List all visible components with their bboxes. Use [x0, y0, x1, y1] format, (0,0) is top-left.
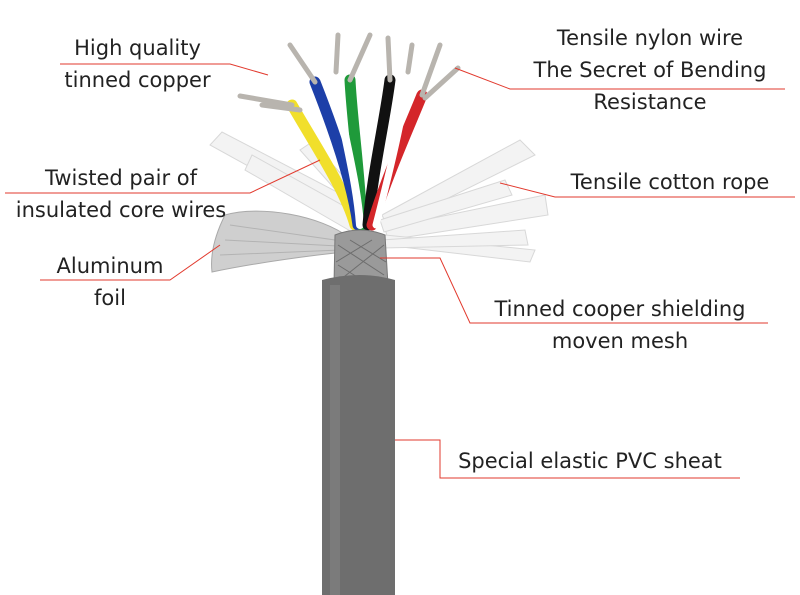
label-twisted-pair-line1: Twisted pair of: [44, 166, 198, 190]
leader-mesh: [380, 257, 768, 324]
label-pvc-sheath-line1: Special elastic PVC sheat: [458, 449, 722, 473]
leader-cotton: [499, 182, 795, 198]
leader-sheath: [395, 439, 740, 479]
sheath-highlight: [330, 285, 340, 595]
label-tinned-copper-line2: tinned copper: [64, 68, 211, 92]
foil-texture: [219, 224, 341, 256]
leader-copper: [60, 63, 269, 76]
label-aluminum-foil-line2: foil: [94, 286, 126, 310]
label-cotton-rope-line1: Tensile cotton rope: [570, 170, 770, 194]
black-wire: [362, 74, 396, 231]
label-twisted-pair: Twisted pair of insulated core wires: [5, 162, 237, 226]
core-wires: [237, 32, 461, 231]
label-shielding-mesh-line2: moven mesh: [551, 329, 689, 353]
mesh-texture: [335, 239, 387, 286]
label-shielding-mesh-line1: Tinned cooper shielding: [494, 297, 746, 321]
label-tinned-copper: High quality tinned copper: [45, 32, 230, 96]
label-cotton-rope: Tensile cotton rope: [555, 166, 785, 198]
label-shielding-mesh: Tinned cooper shielding moven mesh: [470, 293, 770, 357]
pvc-sheath: [322, 275, 395, 595]
leader-lines: [5, 63, 795, 479]
leader-foil: [40, 244, 221, 281]
label-twisted-pair-line2: insulated core wires: [15, 198, 227, 222]
label-nylon-wire-line2: The Secret of Bending: [533, 58, 767, 82]
white-wire-right: [372, 68, 412, 229]
cotton-rope-fibers: [209, 131, 549, 263]
aluminum-foil: [211, 210, 351, 273]
label-tinned-copper-line1: High quality: [74, 36, 201, 60]
copper-strands: [237, 32, 461, 113]
leader-nylon: [454, 67, 785, 90]
label-nylon-wire-line3: Resistance: [593, 90, 707, 114]
leader-twisted: [5, 159, 321, 194]
label-aluminum-foil: Aluminum foil: [40, 250, 180, 314]
label-pvc-sheath: Special elastic PVC sheat: [440, 445, 740, 477]
label-nylon-wire-line1: Tensile nylon wire: [556, 26, 744, 50]
white-wire-left: [332, 68, 364, 229]
label-nylon-wire: Tensile nylon wire The Secret of Bending…: [525, 22, 775, 118]
label-aluminum-foil-line1: Aluminum: [56, 254, 164, 278]
